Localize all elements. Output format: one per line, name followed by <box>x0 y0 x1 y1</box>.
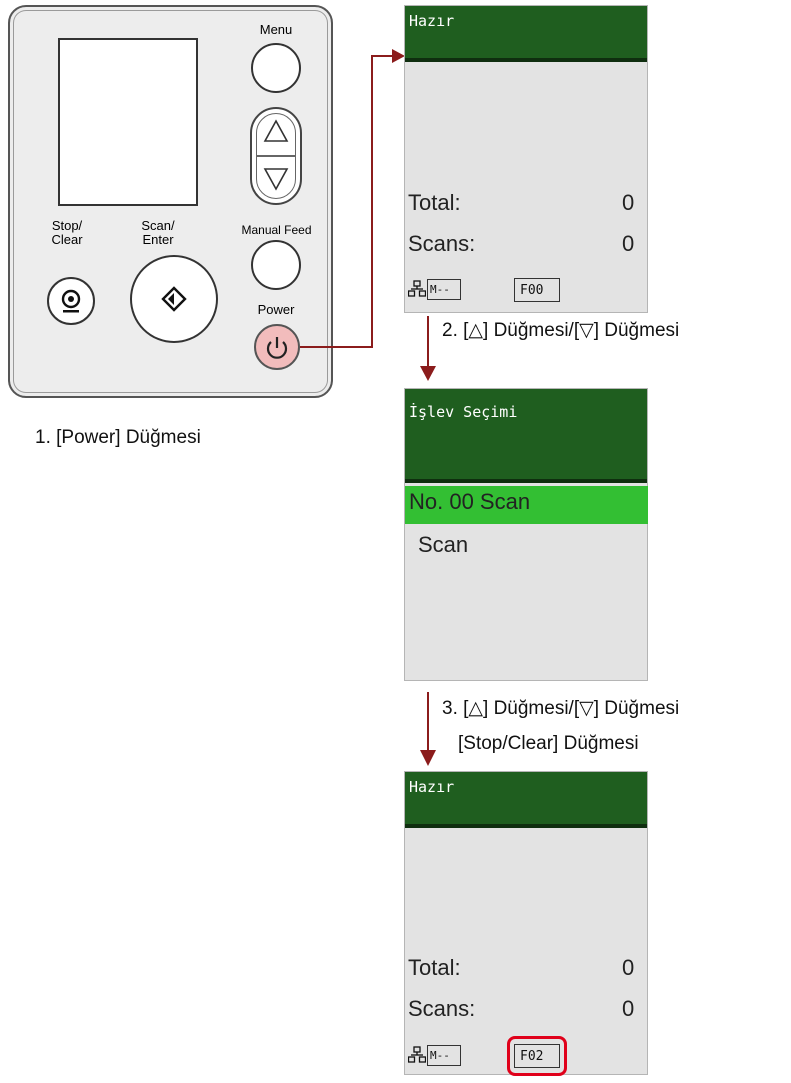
screen-title: Hazır <box>405 772 647 828</box>
scans-label: Scans: <box>408 996 476 1021</box>
arrowhead-right-icon <box>392 49 405 63</box>
step2-caption: 2. [△] Düğmesi/[▽] Düğmesi <box>442 320 680 341</box>
manual-feed-label: Manual Feed <box>241 223 312 237</box>
power-to-screen-arrow <box>300 55 392 348</box>
scans-value: 0 <box>622 996 635 1021</box>
function-item-selected[interactable]: No. 00 Scan <box>405 486 648 524</box>
stop-clear-label: Stop/ Clear <box>51 218 83 247</box>
step3-caption-line2: [Stop/Clear] Düğmesi <box>458 733 639 754</box>
power-icon <box>266 337 288 359</box>
down-arrow-button[interactable] <box>263 168 289 191</box>
network-icon <box>408 280 426 297</box>
manual-feed-button[interactable] <box>251 240 301 290</box>
lcd-screen-function-select: İşlev Seçimi <box>404 388 648 681</box>
arrowhead-down-icon <box>420 750 436 766</box>
scan-diamond-icon <box>161 286 187 312</box>
lcd-screen-ready: Hazır <box>404 5 648 313</box>
total-label: Total: <box>408 955 461 980</box>
panel-lcd-display <box>58 38 198 206</box>
highlight-ring <box>507 1036 567 1076</box>
step3-caption-line1: 3. [△] Düğmesi/[▽] Düğmesi <box>442 698 680 719</box>
function-number: F00 <box>514 278 560 302</box>
scan-enter-label: Scan/ Enter <box>141 218 175 247</box>
total-value: 0 <box>622 190 635 215</box>
power-label: Power <box>257 302 295 317</box>
down-triangle-icon <box>263 168 289 191</box>
scans-label: Scans: <box>408 231 476 256</box>
step1-caption: 1. [Power] Düğmesi <box>35 427 201 448</box>
mode-indicator: M-- <box>427 279 461 300</box>
stop-clear-icon <box>61 289 81 313</box>
mode-indicator: M-- <box>427 1045 461 1066</box>
screen-title: İşlev Seçimi <box>405 389 647 483</box>
function-number: F02 <box>514 1044 560 1068</box>
arrow-glyphs <box>263 119 289 191</box>
arrow-pad-divider <box>256 155 296 157</box>
menu-label: Menu <box>259 22 293 37</box>
up-arrow-button[interactable] <box>263 119 289 142</box>
network-icon <box>408 1046 426 1063</box>
up-triangle-icon <box>263 119 289 142</box>
total-label: Total: <box>408 190 461 215</box>
scans-value: 0 <box>622 231 635 256</box>
total-value: 0 <box>622 955 635 980</box>
menu-button[interactable] <box>251 43 301 93</box>
arrowhead-down-icon <box>420 366 436 381</box>
lcd-screen-ready-updated: Hazır <box>404 771 648 1075</box>
screen-title: Hazır <box>405 6 647 62</box>
function-item[interactable]: Scan <box>418 532 469 557</box>
